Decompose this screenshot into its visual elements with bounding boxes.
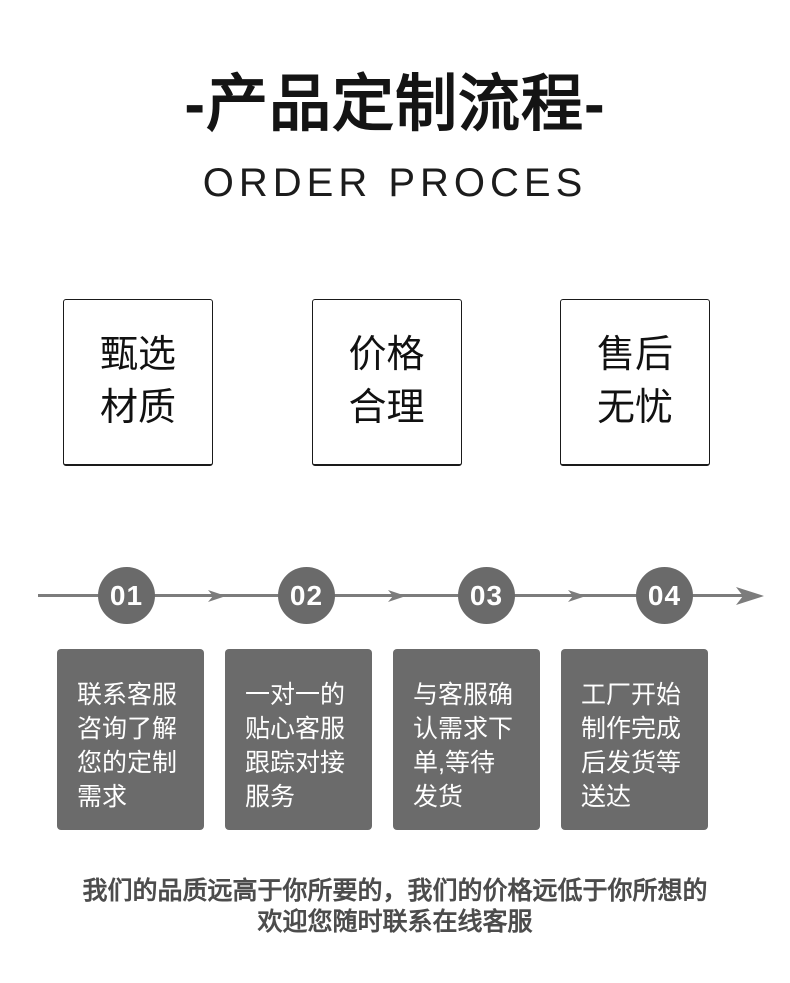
page-title: -产品定制流程- [184, 70, 606, 139]
step-circle-02: 02 [278, 567, 335, 624]
page-subtitle: ORDER PROCES [202, 161, 588, 205]
arrow-right-end-icon [736, 587, 764, 605]
footer-tagline: 我们的品质远高于你所要的，我们的价格远低于你所想的 欢迎您随时联系在线客服 [0, 876, 790, 938]
feature-card-materials: 甄选 材质 [63, 299, 213, 466]
feature-card-aftersale: 售后 无忧 [560, 299, 710, 466]
step-circle-01: 01 [98, 567, 155, 624]
step-card-production-delivery: 工厂开始 制作完成 后发货等 送达 [561, 649, 708, 830]
arrow-right-icon [388, 590, 406, 602]
feature-card-price: 价格 合理 [311, 299, 462, 466]
step-card-contact: 联系客服 咨询了解 您的定制 需求 [57, 649, 204, 830]
footer-tagline-line1: 我们的品质远高于你所要的，我们的价格远低于你所想的 [82, 877, 708, 905]
steps-row: 联系客服 咨询了解 您的定制 需求 一对一的 贴心客服 跟踪对接 服务 与客服确… [57, 649, 708, 830]
step-card-service: 一对一的 贴心客服 跟踪对接 服务 [225, 649, 372, 830]
arrow-right-icon [568, 590, 586, 602]
step-circle-03: 03 [458, 567, 515, 624]
footer-tagline-line2: 欢迎您随时联系在线客服 [257, 908, 533, 936]
process-timeline: 01 02 03 04 [0, 556, 790, 636]
step-card-confirm-order: 与客服确 认需求下 单,等待 发货 [393, 649, 540, 830]
arrow-right-icon [208, 590, 226, 602]
features-row: 甄选 材质 价格 合理 售后 无忧 [63, 299, 710, 466]
step-circle-04: 04 [636, 567, 693, 624]
